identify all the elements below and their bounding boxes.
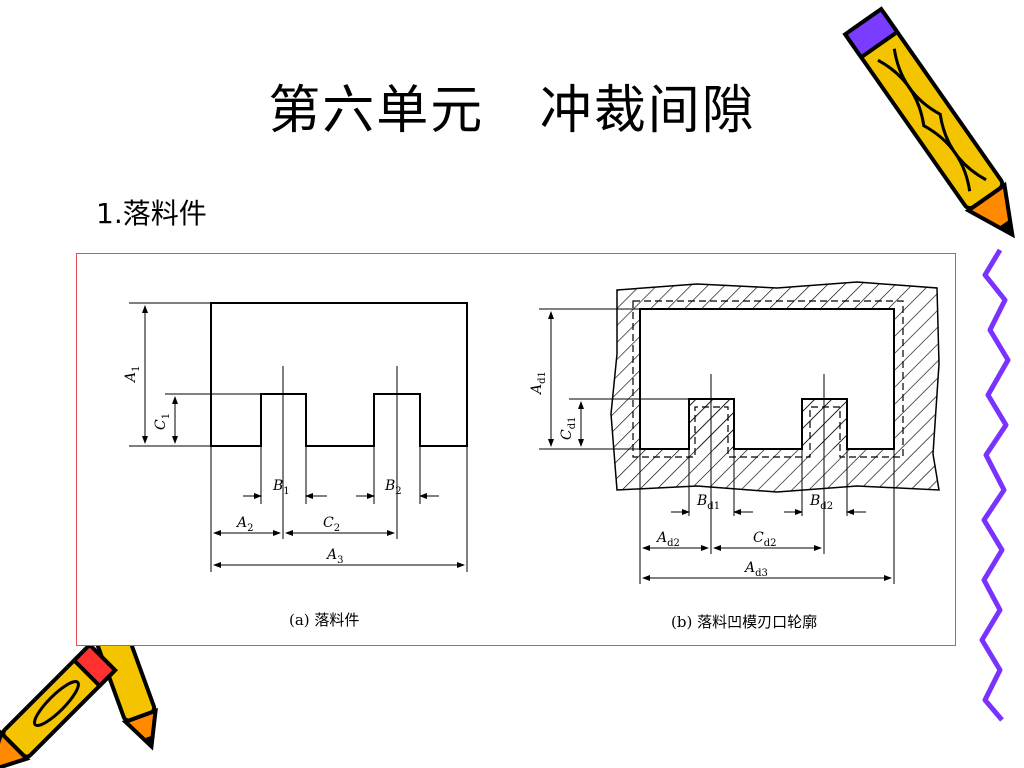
blank-part-drawing bbox=[129, 302, 468, 572]
dim-label-b2: B2 bbox=[384, 478, 402, 497]
dim-label-c1: C1 bbox=[153, 413, 172, 430]
dim-label-c2: C2 bbox=[323, 515, 340, 534]
dim-label-bd1: Bd1 bbox=[696, 493, 720, 512]
dim-label-a2: A2 bbox=[235, 515, 254, 534]
figure-frame: A1 C1 B1 B2 A2 C2 A3 (a) 落料件 bbox=[76, 253, 956, 646]
dim-label-cd1: Cd1 bbox=[559, 417, 578, 440]
die-diagram: A1 C1 B1 B2 A2 C2 A3 (a) 落料件 bbox=[123, 281, 940, 631]
section-heading: 1.落料件 bbox=[96, 197, 207, 230]
dim-label-ad3: Ad3 bbox=[743, 560, 768, 579]
dim-label-a1: A1 bbox=[123, 366, 142, 385]
dim-label-a3: A3 bbox=[325, 547, 344, 566]
dim-label-bd2: Bd2 bbox=[809, 493, 833, 512]
dim-label-cd2: Cd2 bbox=[753, 530, 776, 549]
die-contour-drawing bbox=[539, 281, 940, 584]
pencil-icon bbox=[0, 642, 118, 768]
slide-title: 第六单元 冲裁间隙 bbox=[268, 81, 756, 141]
dim-label-ad2: Ad2 bbox=[655, 530, 680, 549]
squiggle-line bbox=[979, 248, 1011, 722]
pencil-icon bbox=[842, 6, 1015, 239]
dim-label-ad1: Ad1 bbox=[529, 371, 548, 396]
dim-label-b1: B1 bbox=[272, 478, 290, 497]
caption-a: (a) 落料件 bbox=[289, 611, 359, 629]
caption-b: (b) 落料凹模刃口轮廓 bbox=[671, 613, 817, 631]
